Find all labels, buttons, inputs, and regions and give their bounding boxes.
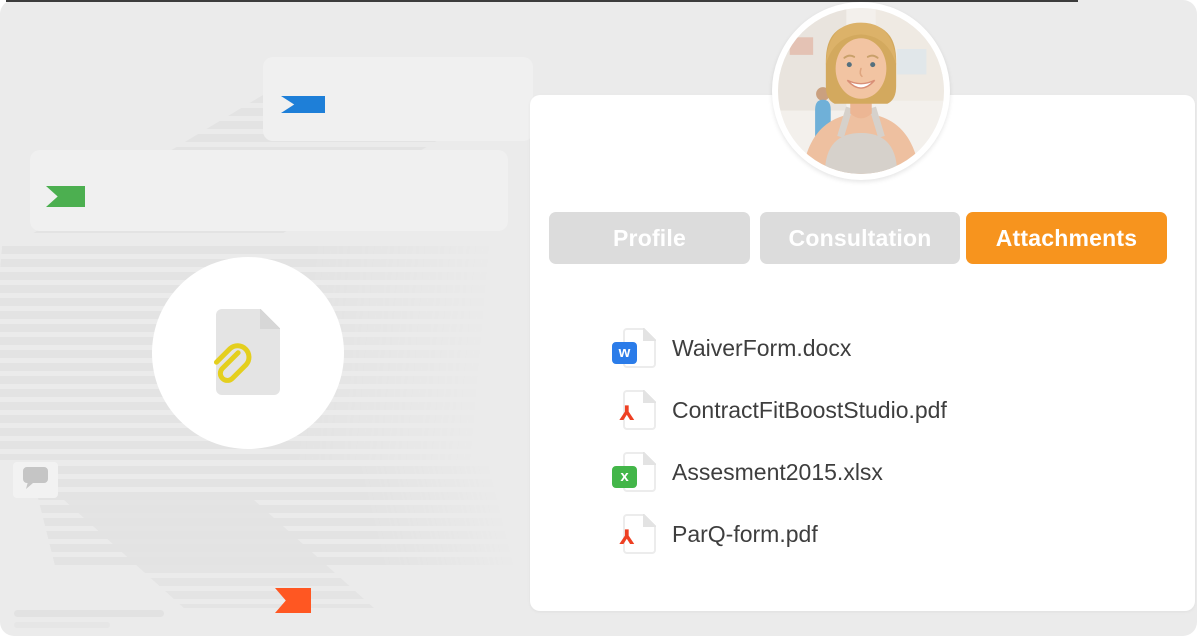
word-file-icon: w <box>612 328 656 368</box>
attachment-filename: ParQ-form.pdf <box>672 520 818 547</box>
attachment-item-parq[interactable]: ⅄ ParQ-form.pdf <box>612 514 947 554</box>
chat-bubble-chip <box>13 462 58 498</box>
pdf-file-icon: ⅄ <box>612 514 656 554</box>
window-top-edge <box>6 0 1078 2</box>
pdf-file-icon: ⅄ <box>612 390 656 430</box>
tab-profile[interactable]: Profile <box>549 212 750 264</box>
excel-file-icon: x <box>612 452 656 492</box>
document-fold-corner <box>260 309 280 329</box>
ghost-line-bottom-2 <box>14 622 110 628</box>
ghost-card-middle <box>30 150 508 231</box>
green-ribbon-tag <box>46 186 85 207</box>
blue-ribbon-tag <box>281 96 325 113</box>
tab-attachments[interactable]: Attachments <box>966 212 1167 264</box>
attachment-item-waiverform[interactable]: w WaiverForm.docx <box>612 328 947 368</box>
avatar <box>772 2 950 180</box>
attachments-list: w WaiverForm.docx ⅄ ContractFitBoostStud… <box>612 328 947 576</box>
attachment-filename: ContractFitBoostStudio.pdf <box>672 396 947 423</box>
attachments-feature-circle <box>152 257 344 449</box>
attachment-item-assessment[interactable]: x Assesment2015.xlsx <box>612 452 947 492</box>
document-icon <box>213 309 280 395</box>
tab-consultation[interactable]: Consultation <box>760 212 960 264</box>
attachment-filename: WaiverForm.docx <box>672 334 852 361</box>
attachment-filename: Assesment2015.xlsx <box>672 458 883 485</box>
ghost-line-bottom-1 <box>14 610 164 617</box>
paperclip-icon <box>204 337 256 394</box>
speech-bubble-icon <box>22 466 49 494</box>
attachment-item-contract[interactable]: ⅄ ContractFitBoostStudio.pdf <box>612 390 947 430</box>
